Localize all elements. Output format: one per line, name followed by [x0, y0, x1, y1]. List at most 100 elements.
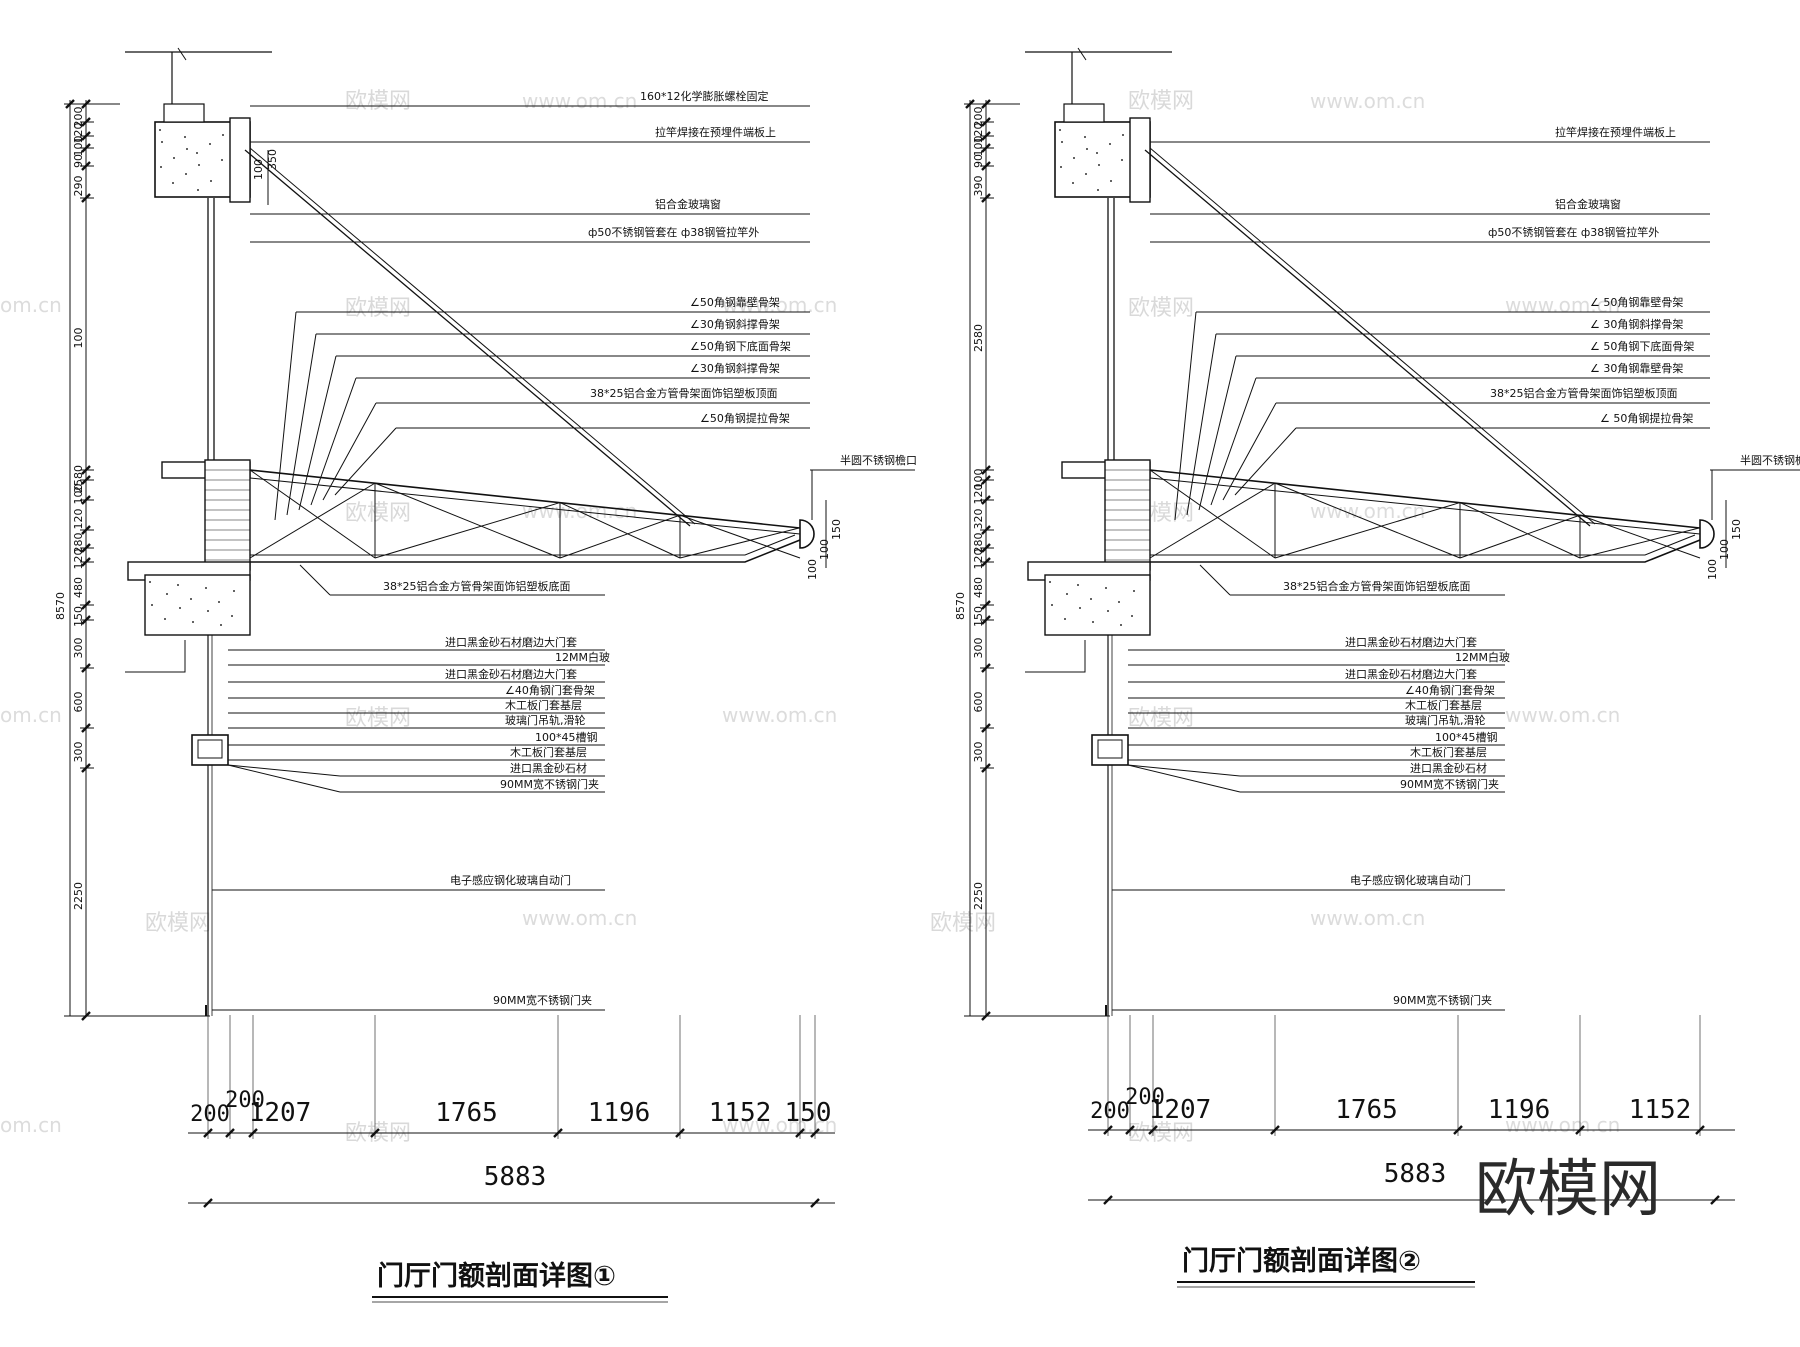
vertical-dim-label: 150 — [72, 606, 85, 627]
hdim-label: 200 — [1090, 1099, 1130, 1124]
vertical-dim-label: 300 — [972, 742, 985, 763]
hdim-tick — [248, 1128, 258, 1138]
tie-rod-inner — [249, 147, 696, 525]
leader-diagonal — [1127, 764, 1241, 777]
dim-tick — [981, 495, 991, 505]
annotation-top: 160*12化学膨胀螺栓固定 — [640, 89, 769, 103]
drawing-title: 门厅门额剖面详图② — [1177, 1245, 1475, 1288]
concrete-dot — [1118, 601, 1120, 603]
truss-diagonal — [1149, 482, 1276, 559]
watermark-cn: 欧模网 — [145, 911, 211, 936]
truss-diagonal — [249, 482, 376, 559]
annotation-mid: 38*25铝合金方管骨架面饰铝塑板顶面 — [1490, 386, 1678, 400]
dim-tick — [981, 557, 991, 567]
concrete-dot — [1077, 584, 1079, 586]
leader-diagonal — [310, 377, 357, 506]
annotation-top: 拉竿焊接在预埋件端板上 — [655, 125, 776, 139]
truss-diagonal — [1579, 527, 1701, 559]
brick-wall — [204, 459, 251, 571]
annotation-bottom-face: 38*25铝合金方管骨架面饰铝塑板底面 — [383, 579, 571, 593]
dim-tick — [81, 615, 91, 625]
hdim-tick — [1103, 1125, 1113, 1135]
hdim-label: 1152 — [1629, 1095, 1692, 1125]
annotation-door-clip: 90MM宽不锈钢门夹 — [493, 993, 592, 1007]
concrete-dot — [1049, 581, 1051, 583]
watermark-cn: 欧模网 — [1128, 296, 1194, 321]
drawing-title-text: 门厅门额剖面详图① — [377, 1260, 616, 1292]
vertical-dim-label: 480 — [72, 577, 85, 598]
canopy-bottom-chord — [250, 539, 801, 563]
line — [1077, 47, 1087, 61]
annotation-door: 电子感应钢化玻璃自动门 — [450, 873, 571, 887]
truss-diagonal — [679, 527, 801, 559]
vertical-dimensions: 8570200120100903902580100120320280120480… — [954, 99, 1743, 1021]
watermark-url: www.om.cn — [1505, 703, 1620, 727]
vertical-dim-label: 120 — [972, 549, 985, 570]
overall-height-dim: 8570 — [54, 592, 67, 620]
concrete-dot — [1079, 607, 1081, 609]
annotation-lower: 12MM白玻 — [555, 650, 610, 664]
annotation-mid: ∠30角钢斜撑骨架 — [690, 361, 780, 375]
annotation-lower: 进口黑金砂石材磨边大门套 — [445, 635, 577, 649]
vertical-dim-label: 100 — [972, 136, 985, 157]
concrete-dot — [1073, 157, 1075, 159]
canopy-truss — [1144, 147, 1715, 563]
dim-tick — [981, 475, 991, 485]
vertical-dim-label: 100 — [72, 484, 85, 505]
leader-diagonal — [299, 564, 331, 596]
concrete-dot — [207, 610, 209, 612]
vertical-dim-label: 2250 — [972, 882, 985, 910]
annotation-door-clip: 90MM宽不锈钢门夹 — [1393, 993, 1492, 1007]
watermark-url: www.om.cn — [1310, 89, 1425, 113]
vertical-dim-label: 90 — [972, 154, 985, 168]
section-drawing-1: 8570200120100902901002580100120280120480… — [54, 47, 917, 1303]
dim-tick — [81, 495, 91, 505]
leader-diagonal — [298, 355, 337, 511]
leader-diagonal — [322, 402, 377, 501]
dim-tick — [81, 161, 91, 171]
concrete-dot — [1121, 159, 1123, 161]
hdim-tick — [1125, 1125, 1135, 1135]
bolt-plate — [163, 103, 205, 123]
leader-diagonal — [1222, 402, 1277, 501]
vertical-dim-label-c: 100 — [1718, 539, 1731, 560]
annotation-lower: 12MM白玻 — [1455, 650, 1510, 664]
annotation-lower: 进口黑金砂石材磨边大门套 — [1345, 635, 1477, 649]
watermark-cn: 欧模网 — [1128, 89, 1194, 114]
section-drawing-2: 8570200120100903902580100120320280120480… — [954, 47, 1800, 1288]
hdim-tick — [553, 1128, 563, 1138]
concrete-dot — [1084, 136, 1086, 138]
vertical-dim-label: 120 — [72, 509, 85, 530]
watermark-url-edge: om.cn — [0, 293, 62, 317]
truss-diagonal — [374, 482, 561, 559]
dim-tick — [81, 723, 91, 733]
concrete-dot — [166, 593, 168, 595]
annotation-lower: ∠40角钢门套骨架 — [1405, 683, 1495, 697]
concrete-dot — [1085, 173, 1087, 175]
annotation-lower: ∠40角钢门套骨架 — [505, 683, 595, 697]
annotation-mid: ∠50角钢下底面骨架 — [690, 339, 791, 353]
vertical-dim-label: 100 — [72, 136, 85, 157]
dim-tick — [81, 543, 91, 553]
hdim-tick — [203, 1198, 213, 1208]
channel-steel — [1097, 739, 1123, 759]
annotation-mid: ∠30角钢斜撑骨架 — [690, 317, 780, 331]
concrete-dot — [1064, 618, 1066, 620]
dim-tick — [81, 600, 91, 610]
drawing-title: 门厅门额剖面详图① — [372, 1260, 668, 1303]
annotation-lower: 进口黑金砂石材 — [510, 761, 587, 775]
concrete-dot — [184, 136, 186, 138]
vertical-dim-label-c: 100 — [806, 559, 819, 580]
annotation-lower: 90MM宽不锈钢门夹 — [500, 777, 599, 791]
vertical-dim-label: 120 — [72, 123, 85, 144]
hdim-label: 1765 — [1335, 1095, 1398, 1125]
concrete-dot — [1107, 610, 1109, 612]
dim-tick — [81, 663, 91, 673]
concrete-dot — [1110, 180, 1112, 182]
drawing-title-text: 门厅门额剖面详图② — [1182, 1245, 1421, 1277]
truss-diagonal — [249, 469, 376, 559]
lower-beam — [1044, 574, 1151, 636]
